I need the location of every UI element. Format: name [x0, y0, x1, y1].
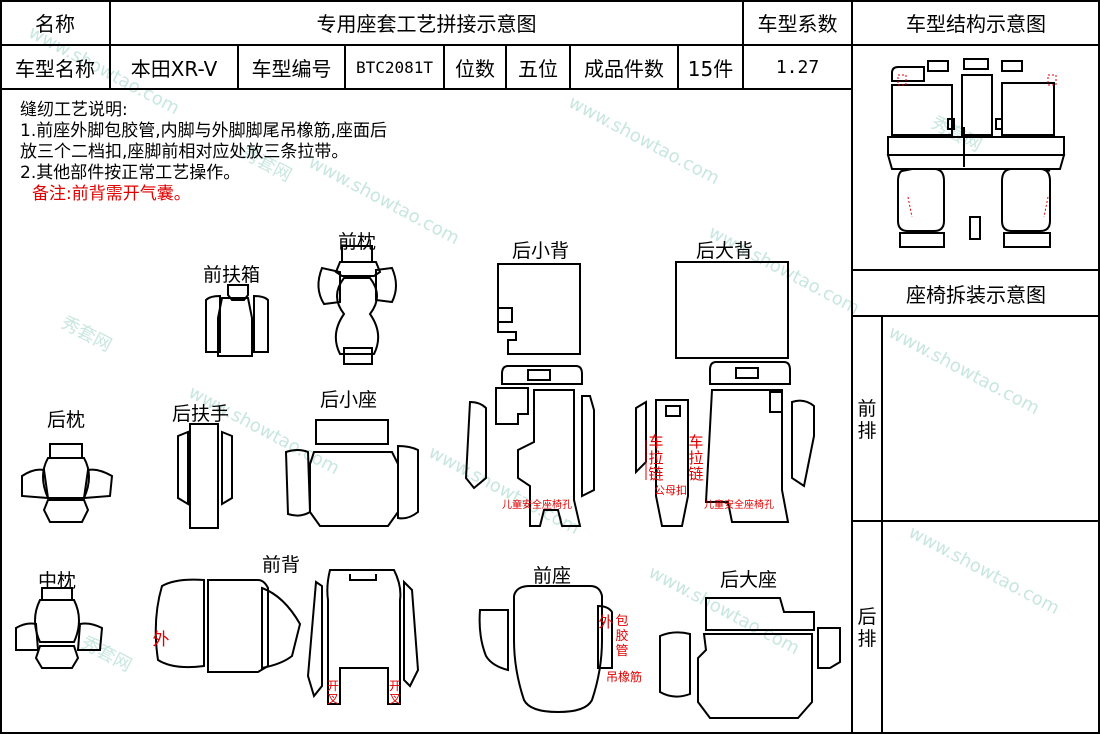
rear-big-back-pattern — [675, 261, 789, 359]
annotation-outer: 外 — [152, 630, 170, 650]
part-label: 后小座 — [320, 389, 378, 411]
model-label: 车型名称 — [15, 56, 95, 81]
rear-small-back-lower-pattern — [464, 365, 595, 527]
front-back-pattern — [154, 569, 420, 705]
annotation-zipper: 车拉链 — [648, 433, 664, 483]
rear-big-seat-pattern — [659, 597, 841, 719]
front-row-label: 前排 — [857, 398, 877, 442]
disassembly-label: 座椅拆装示意图 — [906, 282, 1046, 307]
sewing-notes: 缝纫工艺说明: 1.前座外脚包胶管,内脚与外脚脚尾吊橡筋,座面后 放三个二档扣,… — [20, 100, 387, 205]
front-seat-pattern — [478, 585, 613, 714]
front-pillow-pattern — [317, 245, 397, 365]
annotation-outer-tube: 外 — [598, 613, 614, 631]
pattern-shapes — [15, 245, 841, 719]
rear-big-back-lower-pattern — [635, 361, 815, 527]
car-structure-diagram — [886, 58, 1066, 248]
annotation-child-seat-hole: 儿童安全座椅孔 — [502, 500, 572, 511]
part-label: 后大背 — [696, 240, 754, 262]
rear-row-label: 后排 — [857, 606, 877, 650]
pieces-label: 成品件数 — [584, 56, 664, 81]
coef-value: 1.27 — [775, 56, 820, 78]
code-value: BTC2081T — [355, 57, 434, 77]
annotation-elastic: 吊橡筋 — [606, 670, 643, 684]
pieces-value: 15件 — [687, 56, 734, 81]
part-label: 后大座 — [720, 569, 778, 591]
annotation-buckle: 公母扣 — [654, 484, 687, 497]
rear-armrest-pattern — [177, 423, 233, 529]
part-label: 前枕 — [338, 231, 377, 253]
annotation-wrap-tube: 包胶管 — [615, 614, 629, 659]
rear-small-seat-pattern — [284, 419, 419, 527]
middle-pillow-pattern — [15, 587, 104, 669]
header-name-cell: 名称 — [35, 12, 75, 36]
part-label: 中枕 — [38, 570, 77, 592]
rear-pillow-pattern — [21, 443, 114, 523]
annotation-child-seat-hole: 儿童安全座椅孔 — [704, 500, 774, 511]
notes-line: 1.前座外脚包胶管,内脚与外脚脚尾吊橡筋,座面后 — [20, 121, 388, 141]
code-label: 车型编号 — [251, 56, 332, 81]
notes-line: 2.其他部件按正常工艺操作。 — [20, 163, 241, 183]
annotation-slit: 开叉 — [388, 679, 401, 706]
front-armrest-box-pattern — [205, 284, 269, 357]
part-label: 前背 — [262, 554, 301, 576]
page-title: 专用座套工艺拼接示意图 — [316, 12, 537, 36]
seats-label: 位数 — [455, 56, 495, 81]
part-label: 后扶手 — [172, 403, 230, 425]
annotation-slit: 开叉 — [326, 679, 339, 706]
notes-line: 放三个二档扣,座脚前相对应处放三条拉带。 — [20, 142, 349, 162]
model-value: 本田XR-V — [130, 56, 218, 81]
part-label: 前扶箱 — [203, 264, 261, 286]
header-coef-cell: 车型系数 — [757, 12, 838, 36]
part-label: 后小背 — [512, 240, 570, 262]
seats-value: 五位 — [518, 56, 558, 81]
part-label: 后枕 — [47, 409, 86, 431]
rear-small-back-pattern — [497, 263, 581, 355]
annotation-zipper: 车拉链 — [688, 433, 704, 483]
notes-heading: 缝纫工艺说明: — [20, 100, 128, 120]
header-structure-cell: 车型结构示意图 — [906, 12, 1046, 36]
part-label: 前座 — [533, 565, 572, 587]
notes-remark: 备注:前背需开气囊。 — [32, 184, 191, 204]
